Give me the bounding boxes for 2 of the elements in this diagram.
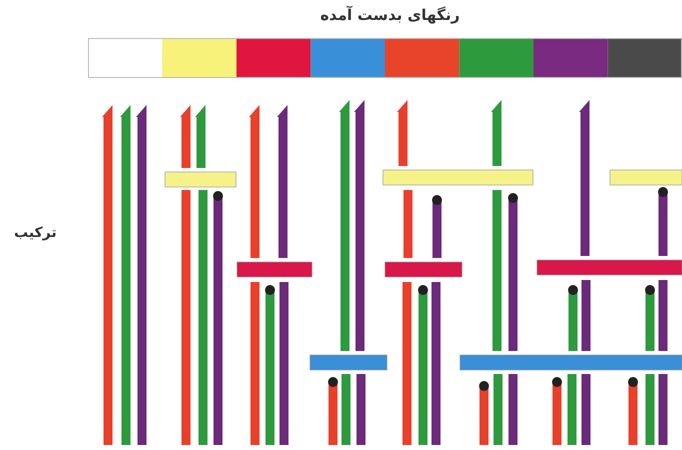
title-text: رنگهای بدست آمده xyxy=(319,6,461,24)
row-label: ترکیب xyxy=(14,225,57,241)
